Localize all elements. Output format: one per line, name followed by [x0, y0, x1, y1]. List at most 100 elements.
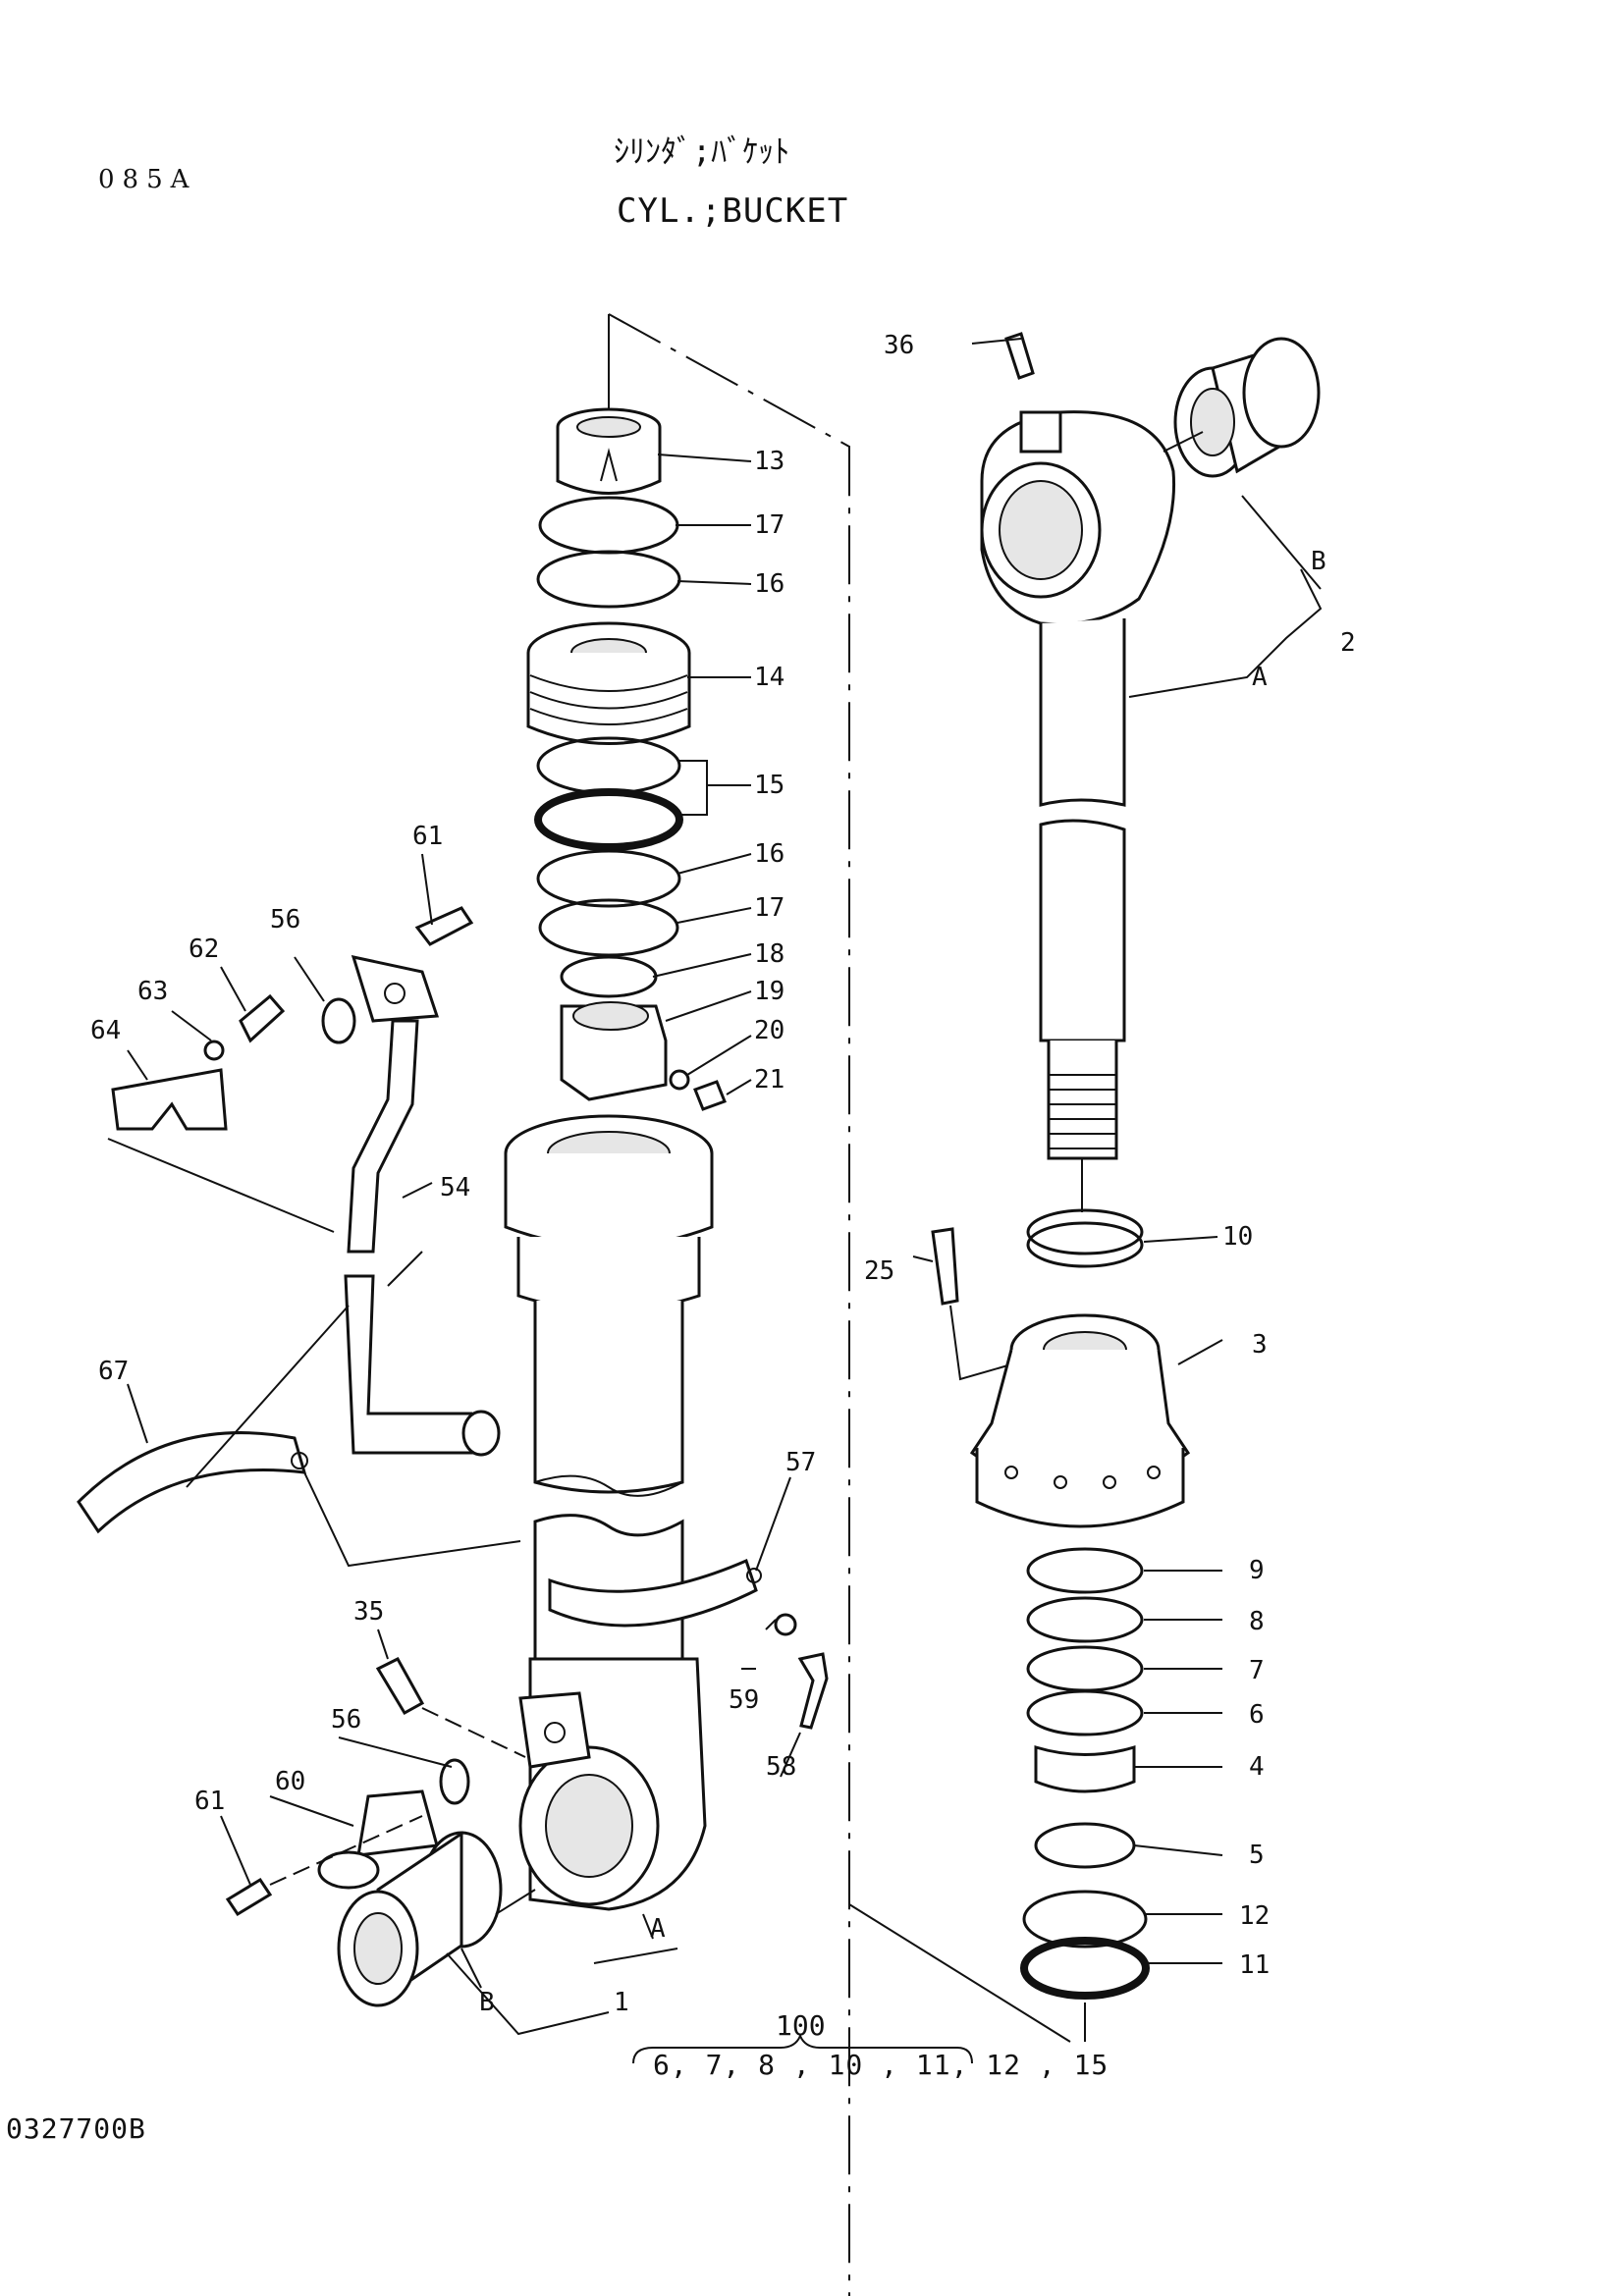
- part-58-bolt: [797, 1652, 829, 1730]
- part-8-ring: [1026, 1596, 1144, 1643]
- callout-18: 18: [754, 939, 784, 969]
- part-7-ring: [1026, 1645, 1144, 1692]
- callout-13: 13: [754, 447, 784, 476]
- callout-4: 4: [1249, 1752, 1265, 1782]
- callout-11: 11: [1239, 1950, 1270, 1980]
- part-17-ring-lower: [538, 898, 679, 957]
- callout-9: 9: [1249, 1556, 1265, 1585]
- callout-12: 12: [1239, 1901, 1270, 1931]
- callout-60: 60: [275, 1767, 305, 1796]
- callout-35: 35: [353, 1597, 384, 1627]
- callout-leaders: [127, 338, 1323, 1989]
- cylinder-tube: [504, 1114, 714, 1911]
- part-11-o-ring: [1020, 1937, 1150, 2000]
- part-15-seal-ring: [536, 736, 681, 795]
- part-14-piston: [526, 621, 691, 745]
- part-21-set-screw: [693, 1080, 727, 1111]
- part-16-ring-lower: [536, 849, 681, 908]
- drawing-number: 0327700B: [6, 2112, 146, 2145]
- page-code: 085A: [98, 165, 197, 194]
- callout-67: 67: [98, 1357, 129, 1386]
- part-10-dust-seal: [1026, 1208, 1144, 1255]
- bushing-b-top: [1173, 337, 1321, 478]
- callout-54: 54: [440, 1173, 470, 1202]
- part-15-o-ring: [534, 788, 683, 851]
- rod-thread: [1047, 1041, 1118, 1160]
- part-35-grease-fitting: [375, 1657, 425, 1716]
- pipe-assembly: [77, 906, 678, 2036]
- kit-members: 6, 7, 8 , 10 , 11, 12 , 15: [653, 2049, 1109, 2081]
- bushing-b-lower: [337, 1831, 503, 2007]
- callout-a-lower: A: [650, 1914, 666, 1944]
- part-5-snap-ring: [1034, 1822, 1136, 1869]
- callout-59: 59: [729, 1685, 759, 1715]
- part-64-clamp: [111, 1068, 228, 1131]
- part-60-flange: [356, 1789, 439, 1857]
- callout-62: 62: [189, 934, 219, 964]
- piston-rod-lower: [1039, 819, 1126, 1042]
- part-9-ring: [1026, 1547, 1144, 1594]
- part-62-bolt: [239, 993, 286, 1043]
- callout-21: 21: [754, 1065, 784, 1095]
- callout-36: 36: [884, 331, 914, 360]
- part-57-band: [548, 1558, 758, 1628]
- callout-16-lower: 16: [754, 839, 784, 869]
- callout-1: 1: [614, 1988, 629, 2017]
- callout-10: 10: [1222, 1222, 1253, 1252]
- callout-16-top: 16: [754, 569, 784, 599]
- title-japanese: ｼﾘﾝﾀﾞ;ﾊﾞｹｯﾄ: [614, 133, 790, 170]
- part-36-grease-fitting: [1004, 332, 1035, 380]
- callout-b-lower: B: [479, 1988, 495, 2017]
- assembly-guide-line: [608, 313, 850, 2296]
- part-6-ring: [1026, 1689, 1144, 1736]
- part-25-socket-bolt: [931, 1227, 959, 1306]
- callout-19: 19: [754, 977, 784, 1006]
- callout-56-lower: 56: [331, 1705, 361, 1735]
- part-54-pipe: [347, 1019, 419, 1254]
- part-20-steel-ball: [669, 1069, 690, 1091]
- callout-63: 63: [137, 977, 168, 1006]
- callout-57: 57: [785, 1448, 816, 1477]
- part-16-ring-top: [536, 550, 681, 609]
- part-18-cushion-seal: [560, 955, 658, 998]
- title-english: CYL.;BUCKET: [617, 191, 849, 231]
- callout-14: 14: [754, 663, 784, 692]
- callout-5: 5: [1249, 1841, 1265, 1870]
- cylinder-tube-assembly: [375, 313, 850, 2296]
- part-17-ring-top: [538, 496, 679, 555]
- part-61-bolt-lower: [225, 1877, 273, 1917]
- part-19-nut: [560, 1001, 668, 1101]
- callout-b-top: B: [1311, 547, 1326, 576]
- callout-64: 64: [90, 1016, 121, 1045]
- callout-7: 7: [1249, 1656, 1265, 1685]
- part-3-cylinder-head: [969, 1313, 1191, 1528]
- callout-25: 25: [864, 1256, 894, 1286]
- callout-3: 3: [1252, 1330, 1268, 1360]
- part-63-washer: [203, 1040, 225, 1061]
- callout-2: 2: [1340, 628, 1356, 658]
- callout-6: 6: [1249, 1700, 1265, 1730]
- piston-rod-upper: [1039, 618, 1126, 807]
- callout-17-lower: 17: [754, 893, 784, 923]
- callout-58: 58: [766, 1752, 796, 1782]
- part-56-o-ring-lower: [439, 1758, 470, 1805]
- callout-a-top: A: [1252, 663, 1268, 692]
- part-59-spring-washer: [774, 1613, 797, 1636]
- callout-labels: 13 17 16 14 15 16 17 18 19 20 21 36 B 2 …: [90, 331, 1356, 2017]
- part-4-bushing: [1034, 1744, 1136, 1793]
- callout-17-top: 17: [754, 510, 784, 540]
- callout-20: 20: [754, 1016, 784, 1045]
- kit-brace: [632, 2033, 973, 2064]
- part-13-cushion-ring: [556, 407, 662, 495]
- callout-15: 15: [754, 771, 784, 800]
- pipe-flange-top: [351, 954, 440, 1023]
- callout-61-top: 61: [412, 822, 443, 851]
- callout-56-top: 56: [270, 905, 300, 934]
- part-61-bolt-top: [414, 906, 474, 946]
- part-12-backup-ring: [1022, 1890, 1148, 1949]
- piston-rod-assembly: [848, 332, 1321, 2043]
- callout-61-lower: 61: [194, 1787, 225, 1816]
- callout-8: 8: [1249, 1607, 1265, 1636]
- part-56-o-ring-top: [321, 997, 356, 1044]
